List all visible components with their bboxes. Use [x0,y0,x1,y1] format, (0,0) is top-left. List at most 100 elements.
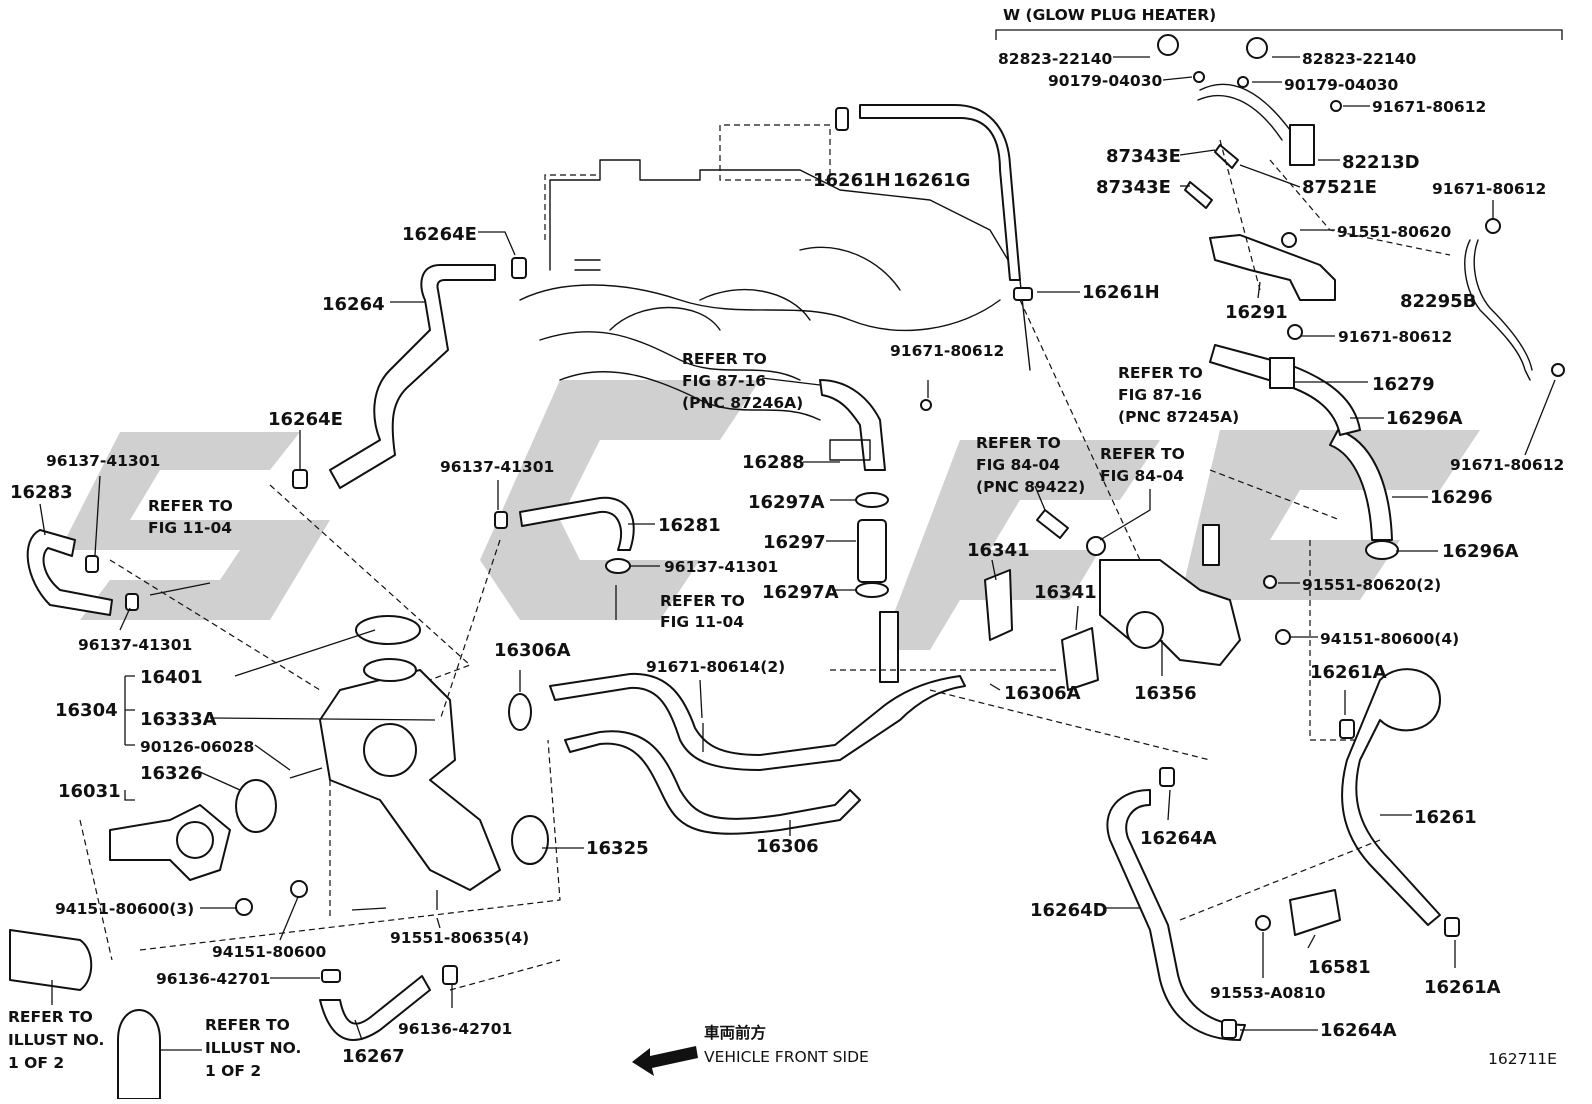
part-label[interactable]: 90126-06028 [140,738,254,756]
part-label[interactable]: 16581 [1308,957,1371,978]
watermark-letter-3 [880,440,1160,650]
part-label[interactable]: 82823-22140 [1302,50,1416,68]
part-label[interactable]: 91671-80612 [1372,98,1486,116]
part-label[interactable]: 16283 [10,482,73,503]
refer-note-84-04[interactable]: REFER TO FIG 84-04 [1100,445,1185,485]
part-label[interactable]: 16341 [967,540,1030,561]
part-label[interactable]: 96136-42701 [398,1020,512,1038]
part-label[interactable]: 87343E [1106,146,1181,167]
part-label[interactable]: 91671-80612 [890,342,1004,360]
part-label[interactable]: 16267 [342,1046,405,1067]
part-label[interactable]: 96136-42701 [156,970,270,988]
part-label[interactable]: 16306 [756,836,819,857]
part-label[interactable]: 91671-80612 [1450,456,1564,474]
clamps [85,71,1565,1039]
part-label[interactable]: 16261A [1310,662,1387,683]
part-label[interactable]: 96137-41301 [664,558,778,576]
part-label[interactable]: 91551-80620(2) [1302,576,1441,594]
part-label[interactable]: 16031 [58,781,121,802]
part-label[interactable]: 16306A [1004,683,1081,704]
part-label[interactable]: 96137-41301 [46,452,160,470]
part-label[interactable]: 16261G [893,170,970,191]
leader-lines [39,56,1556,1051]
part-label[interactable]: 16297A [748,492,825,513]
refer-line: REFER TO [1118,364,1203,382]
refer-line: FIG 87-16 [1118,386,1202,404]
part-label[interactable]: 16297A [762,582,839,603]
refer-note-89422[interactable]: REFER TO FIG 84-04 (PNC 89422) [976,434,1085,496]
part-label[interactable]: 16264A [1140,828,1217,849]
part-label[interactable]: 16279 [1372,374,1435,395]
part-label[interactable]: 94151-80600 [212,943,326,961]
refer-line: FIG 84-04 [1100,467,1184,485]
part-label[interactable]: 16264 [322,294,385,315]
part-label[interactable]: 87343E [1096,177,1171,198]
front-label-en: VEHICLE FRONT SIDE [704,1048,869,1066]
refer-note-11-04-center[interactable]: REFER TO FIG 11-04 [660,592,745,631]
refer-note-87246a[interactable]: REFER TO FIG 87-16 (PNC 87246A) [682,350,803,412]
part-label[interactable]: 16304 [55,700,118,721]
part-label[interactable]: 16333A [140,709,217,730]
part-label[interactable]: 16297 [763,532,826,553]
part-label[interactable]: 16264E [268,409,343,430]
part-label[interactable]: 90179-04030 [1048,72,1162,90]
part-label[interactable]: 91551-80635(4) [390,929,529,947]
hose-16264 [329,264,496,489]
part-label[interactable]: 16261A [1424,977,1501,998]
part-label[interactable]: 91671-80612 [1338,328,1452,346]
hose-16288 [819,379,886,471]
refer-line: REFER TO [148,497,233,515]
part-label[interactable]: 16326 [140,763,203,784]
glow-plug-group: W (GLOW PLUG HEATER) [995,6,1563,40]
part-label[interactable]: 16261 [1414,807,1477,828]
part-label[interactable]: 16356 [1134,683,1197,704]
part-label[interactable]: 16341 [1034,582,1097,603]
part-label[interactable]: 94151-80600(3) [55,900,194,918]
part-label[interactable]: 16261H [813,170,891,191]
part-label[interactable]: 16296A [1442,541,1519,562]
refer-line: ILLUST NO. [8,1031,104,1049]
part-label[interactable]: 16281 [658,515,721,536]
bracket-16581 [1289,889,1341,936]
part-label[interactable]: 16296 [1430,487,1493,508]
part-label[interactable]: 16264A [1320,1020,1397,1041]
part-label[interactable]: 82295B [1400,291,1476,312]
refer-note-illust-left[interactable]: REFER TO ILLUST NO. 1 OF 2 [8,1008,104,1072]
part-label[interactable]: 91671-80614(2) [646,658,785,676]
water-inlet-16356 [1099,524,1241,666]
refer-line: REFER TO [1100,445,1185,463]
part-labels: 82823-22140 82823-22140 90179-04030 9017… [10,50,1564,1067]
part-label[interactable]: 16264D [1030,900,1108,921]
part-label[interactable]: 16261H [1082,282,1160,303]
hose-16297 [855,492,889,598]
part-label[interactable]: 91553-A0810 [1210,984,1326,1002]
figure-id: 162711E [1488,1050,1557,1068]
part-label[interactable]: 82213D [1342,152,1420,173]
refer-note-illust-right[interactable]: REFER TO ILLUST NO. 1 OF 2 [205,1016,301,1080]
part-label[interactable]: 16401 [140,667,203,688]
thermostat-16031 [109,779,277,881]
refer-line: FIG 11-04 [660,613,744,631]
part-label[interactable]: 16325 [586,838,649,859]
part-label[interactable]: 94151-80600(4) [1320,630,1459,648]
part-label[interactable]: 16306A [494,640,571,661]
part-label[interactable]: 16264E [402,224,477,245]
refer-note-87245a[interactable]: REFER TO FIG 87-16 (PNC 87245A) [1118,364,1239,426]
part-label[interactable]: 96137-41301 [440,458,554,476]
part-label[interactable]: 82823-22140 [998,50,1112,68]
part-label[interactable]: 90179-04030 [1284,76,1398,94]
part-label[interactable]: 91671-80612 [1432,180,1546,198]
part-label[interactable]: 16296A [1386,408,1463,429]
hose-16296 [1329,429,1399,560]
refer-line: 1 OF 2 [205,1062,261,1080]
watermark-letter-4 [1180,430,1480,600]
part-label[interactable]: 96137-41301 [78,636,192,654]
part-label[interactable]: 16291 [1225,302,1288,323]
refer-note-11-04-left[interactable]: REFER TO FIG 11-04 [148,497,233,537]
part-label[interactable]: 91551-80620 [1337,223,1451,241]
pipe-16279 [1209,344,1361,436]
part-label[interactable]: 87521E [1302,177,1377,198]
glow-plug-group-title: W (GLOW PLUG HEATER) [1003,6,1216,24]
part-label[interactable]: 16288 [742,452,805,473]
